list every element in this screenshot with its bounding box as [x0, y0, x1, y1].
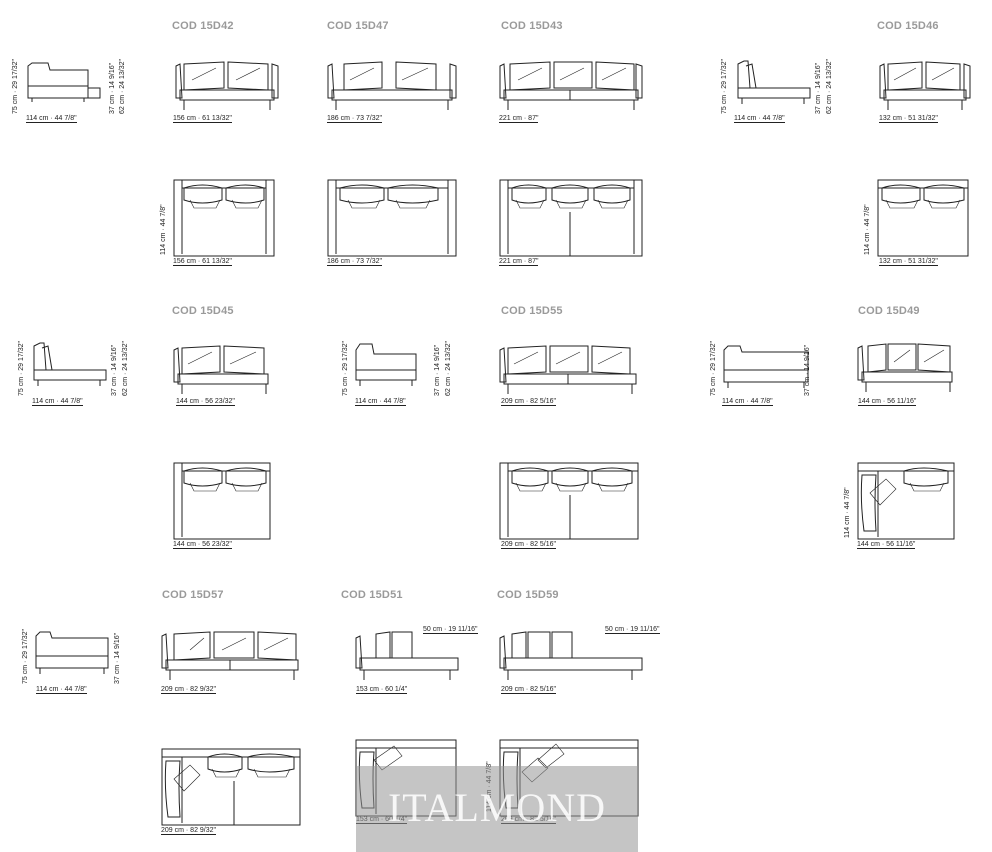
code-15d47: COD 15D47 — [327, 20, 389, 32]
sofa-front-drawing — [499, 345, 637, 394]
seat-height-dim: 37 cm · 14 9/16" — [804, 344, 811, 396]
seat-height-dim: 37 cm · 14 9/16" — [109, 62, 116, 114]
arm-height-dim: 62 cm · 24 13/32" — [445, 340, 452, 396]
seat-height-dim: 37 cm · 14 9/16" — [815, 62, 822, 114]
width-dim: 156 cm · 61 13/32" — [173, 258, 232, 266]
watermark-overlay: ITALMOND — [356, 766, 638, 852]
width-dim: 144 cm · 56 11/16" — [858, 398, 917, 406]
sofa-plan-drawing — [327, 179, 457, 257]
width-dim: 186 cm · 73 7/32" — [327, 115, 383, 123]
chaise-side-drawing — [33, 342, 107, 386]
side-view-drawing — [27, 62, 101, 102]
side-view-drawing — [35, 631, 109, 674]
arm-width-dim: 50 cm · 19 11/16" — [605, 626, 660, 634]
corner-plan-drawing — [161, 748, 301, 826]
depth-dim: 114 cm · 44 7/8" — [722, 398, 773, 406]
arm-height-dim: 62 cm · 24 13/32" — [122, 340, 129, 396]
width-dim: 221 cm · 87" — [499, 258, 539, 266]
sofa-plan-drawing — [173, 462, 271, 540]
sofa-plan-drawing — [499, 462, 639, 540]
seat-height-dim: 37 cm · 14 9/16" — [111, 344, 118, 396]
code-15d42: COD 15D42 — [172, 20, 234, 32]
arm-width-dim: 50 cm · 19 11/16" — [423, 626, 478, 634]
chaise-front-drawing — [499, 631, 643, 680]
side-view-drawing — [723, 345, 809, 388]
width-dim: 209 cm · 82 5/16" — [501, 686, 557, 694]
width-dim: 144 cm · 56 23/32" — [173, 541, 232, 549]
chaise-side-drawing — [737, 60, 811, 104]
width-dim: 209 cm · 82 9/32" — [161, 827, 217, 835]
height-dim: 75 cm · 29 17/32" — [18, 340, 25, 396]
chaise-front-drawing — [355, 631, 459, 680]
width-dim: 209 cm · 82 5/16" — [501, 398, 557, 406]
width-dim: 132 cm · 51 31/32" — [879, 258, 938, 266]
depth-dim-vertical: 114 cm · 44 7/8" — [160, 204, 167, 255]
sofa-plan-drawing — [173, 179, 275, 257]
sofa-front-drawing — [327, 61, 457, 110]
width-dim: 153 cm · 60 1/4" — [356, 686, 408, 694]
width-dim: 209 cm · 82 9/32" — [161, 686, 217, 694]
width-dim: 156 cm · 61 13/32" — [173, 115, 232, 123]
depth-dim: 114 cm · 44 7/8" — [355, 398, 406, 406]
height-dim: 75 cm · 29 17/32" — [342, 340, 349, 396]
side-view-drawing — [355, 343, 417, 386]
depth-dim: 114 cm · 44 7/8" — [26, 115, 77, 123]
width-dim: 144 cm · 56 11/16" — [857, 541, 916, 549]
depth-dim-vertical: 114 cm · 44 7/8" — [864, 204, 871, 255]
watermark-text: ITALMOND — [387, 785, 607, 830]
sofa-plan-drawing — [499, 179, 643, 257]
code-15d49: COD 15D49 — [858, 305, 920, 317]
sofa-plan-drawing — [877, 179, 969, 257]
width-dim: 186 cm · 73 7/32" — [327, 258, 383, 266]
sofa-front-drawing — [173, 345, 269, 394]
height-dim: 75 cm · 29 17/32" — [12, 58, 19, 114]
depth-dim-vertical: 114 cm · 44 7/8" — [844, 487, 851, 538]
code-15d57: COD 15D57 — [162, 589, 224, 601]
corner-plan-drawing — [857, 462, 955, 540]
width-dim: 132 cm · 51 31/32" — [879, 115, 938, 123]
code-15d51: COD 15D51 — [341, 589, 403, 601]
depth-dim: 114 cm · 44 7/8" — [36, 686, 87, 694]
height-dim: 75 cm · 29 17/32" — [710, 340, 717, 396]
code-15d46: COD 15D46 — [877, 20, 939, 32]
width-dim: 209 cm · 82 5/16" — [501, 541, 557, 549]
height-dim: 75 cm · 29 17/32" — [721, 58, 728, 114]
sofa-front-drawing — [175, 61, 279, 110]
seat-height-dim: 37 cm · 14 9/16" — [434, 344, 441, 396]
width-dim: 221 cm · 87" — [499, 115, 539, 123]
height-dim: 75 cm · 29 17/32" — [22, 628, 29, 684]
sofa-front-drawing — [857, 343, 953, 392]
depth-dim: 114 cm · 44 7/8" — [734, 115, 785, 123]
width-dim: 144 cm · 56 23/32" — [176, 398, 235, 406]
arm-height-dim: 62 cm · 24 13/32" — [119, 58, 126, 114]
sofa-front-drawing — [161, 631, 299, 680]
code-15d59: COD 15D59 — [497, 589, 559, 601]
sofa-front-drawing — [879, 61, 971, 110]
sofa-front-drawing — [499, 61, 643, 110]
code-15d43: COD 15D43 — [501, 20, 563, 32]
code-15d55: COD 15D55 — [501, 305, 563, 317]
arm-height-dim: 62 cm · 24 13/32" — [826, 58, 833, 114]
seat-height-dim: 37 cm · 14 9/16" — [114, 632, 121, 684]
depth-dim: 114 cm · 44 7/8" — [32, 398, 83, 406]
code-15d45: COD 15D45 — [172, 305, 234, 317]
